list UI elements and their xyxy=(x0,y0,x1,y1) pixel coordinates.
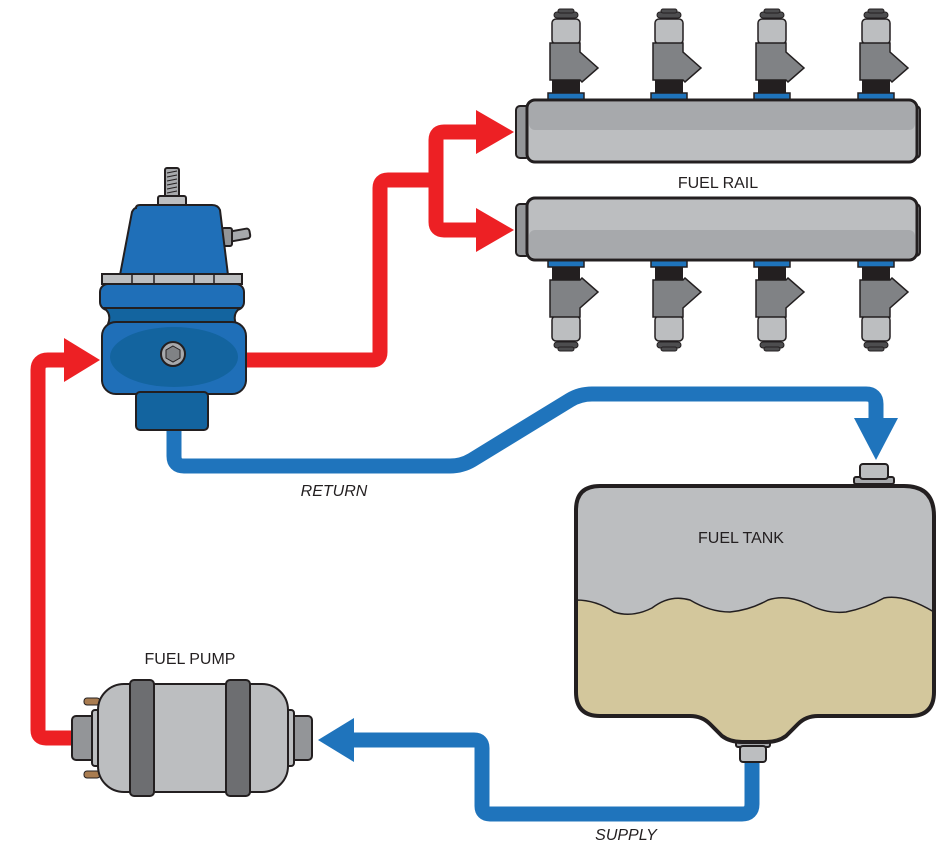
high-pressure-lines xyxy=(30,110,514,746)
upper-injector-1 xyxy=(547,8,600,101)
return-line xyxy=(166,386,884,474)
pump-to-regulator-line xyxy=(30,352,76,746)
upper-injector-3 xyxy=(753,8,806,101)
upper-injector-4 xyxy=(857,8,910,101)
lower-injector-2 xyxy=(650,259,703,352)
low-pressure-lines xyxy=(166,386,898,822)
fuel-level-wave xyxy=(576,596,934,742)
supply-line-label: SUPPLY xyxy=(595,827,658,844)
fuel-pressure-regulator[interactable] xyxy=(99,167,252,431)
upper-injectors xyxy=(547,8,910,101)
lower-injector-4 xyxy=(857,259,910,352)
fuel-tank-label: FUEL TANK xyxy=(698,530,784,547)
supply-line xyxy=(352,732,760,822)
regulator-to-rail-line xyxy=(240,172,432,368)
upper-rail-arrow xyxy=(476,110,514,154)
fuel-tank[interactable] xyxy=(570,463,940,763)
fuel-pump-label: FUEL PUMP xyxy=(145,651,236,668)
lower-fuel-rail[interactable] xyxy=(515,196,921,262)
upper-fuel-rail[interactable] xyxy=(515,98,921,164)
fuel-pump[interactable] xyxy=(71,679,313,797)
return-line-label: RETURN xyxy=(301,483,368,500)
fuel-rail-label: FUEL RAIL xyxy=(678,175,758,192)
lower-injectors xyxy=(547,259,910,352)
lower-rail-arrow xyxy=(476,208,514,252)
rail-split-line xyxy=(428,124,480,238)
supply-arrow xyxy=(318,718,354,762)
lower-injector-3 xyxy=(753,259,806,352)
lower-injector-1 xyxy=(547,259,600,352)
upper-injector-2 xyxy=(650,8,703,101)
return-arrow xyxy=(854,418,898,460)
pump-to-regulator-arrow xyxy=(64,338,100,382)
